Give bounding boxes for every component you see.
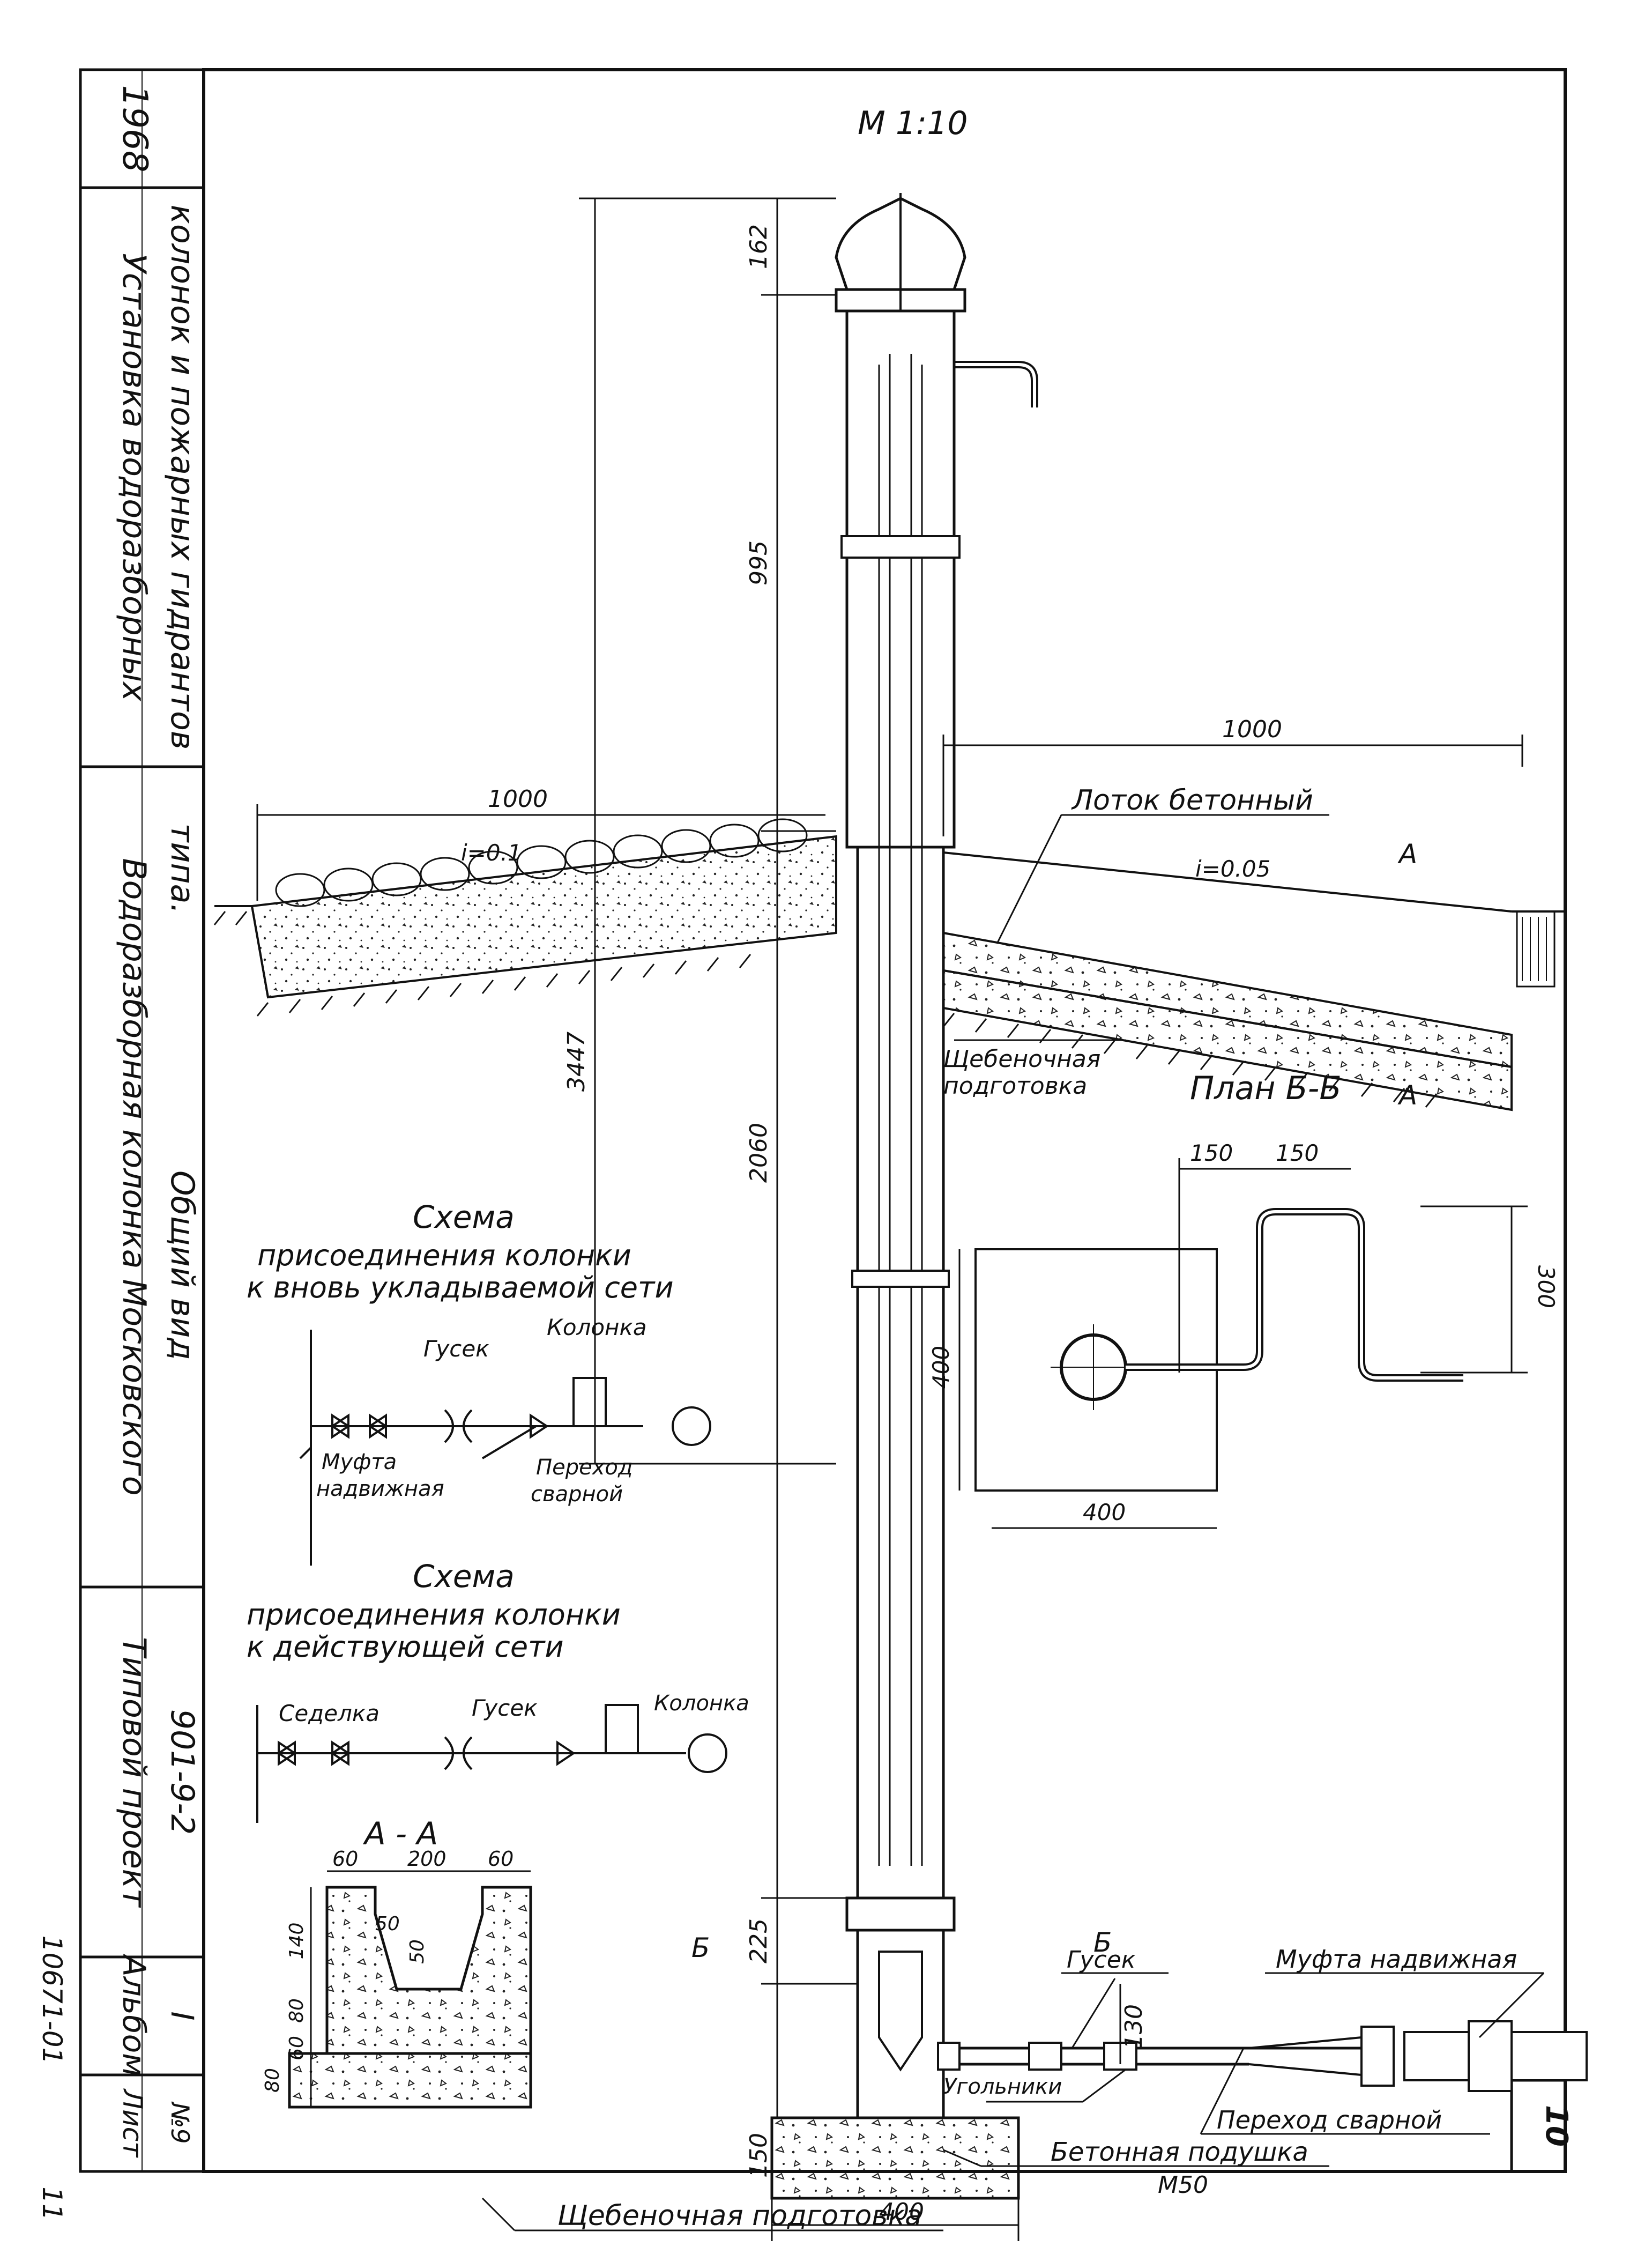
standpipe-column <box>835 193 1038 2119</box>
dim-400-pad: 400 <box>879 2198 924 2226</box>
label-coupling: Муфта надвижная <box>1276 1945 1517 1974</box>
scheme1-coupling-2: надвижная <box>316 1477 444 1501</box>
plan-dim-150-b: 150 <box>1276 1140 1319 1166</box>
scheme2-title-2: присоединения колонки <box>247 1598 621 1632</box>
scheme2-gusek: Гусек <box>472 1695 538 1721</box>
dim-3447: 3447 <box>563 1032 590 1092</box>
label-section-a-top: А <box>1397 839 1417 870</box>
stamp-sheet-2: №9 <box>166 2101 195 2144</box>
page-number: 10 <box>1539 2105 1574 2147</box>
dim-1000-right: 1000 <box>1222 716 1282 743</box>
label-concrete-pad: Бетонная подушка <box>1051 2137 1308 2167</box>
scheme2-title-3: к действующей сети <box>247 1630 564 1664</box>
stamp-name-3: Общий вид <box>163 1170 201 1360</box>
stamp-inv-number: 10671-01 <box>36 1936 68 2065</box>
plan-dim-300: 300 <box>1533 1265 1559 1308</box>
aa-dim-60-a: 60 <box>332 1847 358 1871</box>
section-aa-view: А - А 60 200 60 50 50 140 80 60 80 <box>262 1815 532 2109</box>
scheme1-coupling-1: Муфта <box>322 1450 397 1474</box>
dim-162: 162 <box>745 224 772 269</box>
scheme2-column: Колонка <box>654 1691 749 1716</box>
aa-dim-50-a: 50 <box>375 1913 400 1935</box>
slope-left: i=0.1 <box>461 840 522 866</box>
stamp-project-1: Типовой проект <box>115 1637 153 1908</box>
aa-dim-60-c: 60 <box>286 2036 308 2060</box>
label-gusek: Гусек <box>1067 1946 1136 1974</box>
service-pipe <box>937 2020 1588 2092</box>
slope-right: i=0.05 <box>1195 856 1270 882</box>
dim-2060: 2060 <box>745 1123 772 1183</box>
label-crushed-top: Щебеночная <box>943 1046 1100 1073</box>
scheme1-gusek: Гусек <box>423 1336 489 1362</box>
plan-dim-400-h: 400 <box>1083 1499 1126 1525</box>
page-number-box: 10 <box>1510 2079 1574 2173</box>
aa-dim-80: 80 <box>286 1998 308 2023</box>
title-block: 1968 Установка водоразборных колонок и п… <box>36 70 204 2221</box>
plan-bb-view: 150 150 300 400 400 <box>928 1140 1559 1529</box>
label-section-b-left: Б <box>691 1932 710 1963</box>
scheme1-transition-2: сварной <box>531 1482 623 1507</box>
label-corners: Угольники <box>943 2074 1062 2099</box>
stamp-sheet-1: Лист <box>117 2088 148 2159</box>
stamp-project-2: 901-9-2 <box>163 1709 201 1835</box>
label-concrete-mark: М50 <box>1158 2171 1208 2199</box>
dim-150: 150 <box>745 2133 772 2178</box>
aa-dim-50-b: 50 <box>406 1939 428 1964</box>
stamp-year: 1968 <box>115 85 154 173</box>
stamp-album-2: I <box>164 2011 200 2020</box>
scale-label: М 1:10 <box>858 105 968 142</box>
aa-dim-200: 200 <box>407 1847 447 1871</box>
dimensions <box>256 197 1523 2241</box>
plan-dim-150-a: 150 <box>1190 1140 1233 1166</box>
dim-225: 225 <box>745 1918 772 1963</box>
cobblestones <box>275 818 808 907</box>
scheme-new-network: Схема присоединения колонки к вновь укла… <box>247 1199 711 1566</box>
label-transition: Переход сварной <box>1217 2105 1442 2134</box>
aa-dim-80-b: 80 <box>262 2068 284 2093</box>
label-section-b-right: Б <box>1093 1927 1112 1958</box>
scheme1-transition-1: Переход <box>536 1455 633 1480</box>
scheme2-title-1: Схема <box>413 1558 515 1595</box>
scheme1-title-3: к вновь укладываемой сети <box>247 1271 674 1304</box>
concrete-pad <box>770 2116 1020 2200</box>
section-aa-title: А - А <box>362 1815 438 1852</box>
stamp-title-1: Установка водоразборных <box>115 253 153 701</box>
label-plan-bb: План Б-Б <box>1190 1070 1342 1107</box>
label-tray: Лоток бетонный <box>1071 784 1313 817</box>
stamp-album-1: Альбом <box>116 1953 152 2077</box>
dim-1000-left: 1000 <box>488 785 548 813</box>
dim-130: 130 <box>1120 2004 1148 2049</box>
scheme1-title-2: присоединения колонки <box>257 1239 631 1272</box>
dim-995: 995 <box>745 540 772 585</box>
scheme1-title-1: Схема <box>413 1199 515 1235</box>
aa-dim-140: 140 <box>286 1923 308 1960</box>
stamp-corner-number: 11 <box>36 2186 68 2221</box>
paving-left <box>213 818 837 1017</box>
label-section-a-bottom: А <box>1397 1080 1417 1111</box>
stamp-name-1: Водоразборная колонка Московского <box>115 858 153 1495</box>
drawing-frame <box>79 68 1567 2173</box>
callout-leaders <box>481 814 1545 2231</box>
scheme-existing-network: Схема присоединения колонки к действующе… <box>247 1558 749 1823</box>
scheme1-column: Колонка <box>547 1314 647 1340</box>
label-crushed-top-2: подготовка <box>943 1072 1087 1100</box>
stamp-title-2: колонок и пожарных гидрантов <box>163 205 201 750</box>
plan-dim-400-v: 400 <box>928 1346 954 1389</box>
stamp-name-2: типа. <box>163 823 201 914</box>
label-crushed-bottom: Щебеночная подготовка <box>557 2200 922 2232</box>
aa-dim-60-b: 60 <box>488 1847 514 1871</box>
scheme2-saddle: Седелка <box>279 1700 379 1726</box>
